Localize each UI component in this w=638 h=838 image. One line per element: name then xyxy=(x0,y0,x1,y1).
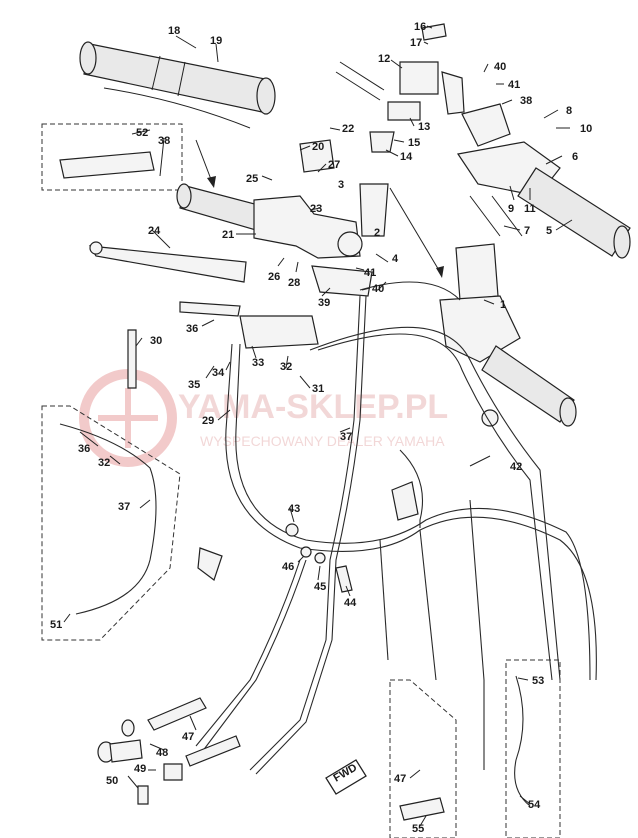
callout-40: 40 xyxy=(372,283,384,295)
callout-5: 5 xyxy=(546,225,552,237)
callout-47-left: 47 xyxy=(182,731,194,743)
callout-47-inset: 47 xyxy=(394,773,406,785)
frame-piece-2 xyxy=(391,481,419,521)
callout-43: 43 xyxy=(288,503,300,515)
callout-36: 36 xyxy=(186,323,198,335)
callout-1: 1 xyxy=(500,299,506,311)
callout-17: 17 xyxy=(410,37,422,49)
callout-28: 28 xyxy=(288,277,300,289)
inset-right-cable xyxy=(514,675,531,807)
watermark-tagline: WYSPECHOWANY DEALER YAMAHA xyxy=(200,433,445,449)
callout-38-inset: 38 xyxy=(158,135,170,147)
grip-assembly-top-left xyxy=(79,41,276,129)
fwd-badge: FWD xyxy=(325,759,367,795)
inset-part xyxy=(59,151,155,179)
callout-42: 42 xyxy=(510,461,522,473)
fasteners-center xyxy=(285,523,353,593)
inset-box-top-left xyxy=(41,123,183,191)
callout-48: 48 xyxy=(156,747,168,759)
callout-34: 34 xyxy=(212,367,225,379)
callout-3: 3 xyxy=(338,179,344,191)
callout-55: 55 xyxy=(412,823,424,835)
callout-38-right: 38 xyxy=(520,95,532,107)
callout-6: 6 xyxy=(572,151,578,163)
callout-36-inset: 36 xyxy=(78,443,90,455)
callout-labels: 18 19 16 17 12 13 15 14 40 41 38 8 10 6 … xyxy=(50,21,592,835)
callout-21: 21 xyxy=(222,229,234,241)
inset-bracket xyxy=(399,797,445,821)
callout-2: 2 xyxy=(374,227,380,239)
inset-box-bottom-right xyxy=(505,659,561,838)
right-housing xyxy=(456,103,631,259)
callout-15: 15 xyxy=(408,137,420,149)
arrow-line xyxy=(195,139,213,183)
arrow-line-right xyxy=(389,187,441,273)
callout-40-top: 40 xyxy=(494,61,506,73)
cable-ends-bottom-left xyxy=(97,697,241,805)
inset-box-bottom-middle xyxy=(389,679,457,838)
watermark-logo-cross xyxy=(98,388,158,448)
right-throttle xyxy=(439,243,577,427)
right-top-parts xyxy=(335,23,465,153)
callout-33: 33 xyxy=(252,357,264,369)
callout-50: 50 xyxy=(106,775,118,787)
callout-11: 11 xyxy=(524,203,536,215)
callout-16: 16 xyxy=(414,21,426,33)
callout-26: 26 xyxy=(268,271,280,283)
callout-45: 45 xyxy=(314,581,326,593)
callout-13: 13 xyxy=(418,121,430,133)
callout-12: 12 xyxy=(378,53,390,65)
callout-37-inset: 37 xyxy=(118,501,130,513)
callout-41: 41 xyxy=(364,267,376,279)
callout-35: 35 xyxy=(188,379,200,391)
callout-22: 22 xyxy=(342,123,354,135)
inset-cable xyxy=(59,423,157,615)
left-housing xyxy=(176,139,389,259)
callout-32-inset: 32 xyxy=(98,457,110,469)
callout-32: 32 xyxy=(280,361,292,373)
callout-46: 46 xyxy=(282,561,294,573)
frame-piece xyxy=(197,547,223,581)
callout-29: 29 xyxy=(202,415,214,427)
callout-23: 23 xyxy=(310,203,322,215)
watermark: YAMA-SKLEP.PL WYSPECHOWANY DEALER YAMAHA xyxy=(79,369,448,467)
bracket xyxy=(311,265,373,297)
callout-52: 52 xyxy=(136,127,148,139)
leader-lines xyxy=(63,25,573,827)
callout-24: 24 xyxy=(148,225,161,237)
callout-37: 37 xyxy=(340,431,352,443)
callout-53: 53 xyxy=(532,675,544,687)
watermark-brand: YAMA-SKLEP.PL xyxy=(178,388,448,426)
callout-49: 49 xyxy=(134,763,146,775)
callout-31: 31 xyxy=(312,383,324,395)
callout-14: 14 xyxy=(400,151,413,163)
clutch-lever xyxy=(88,241,247,283)
arrow-head xyxy=(207,176,216,188)
callout-25: 25 xyxy=(246,173,258,185)
adjuster-bolt xyxy=(127,329,137,389)
callout-19: 19 xyxy=(210,35,222,47)
callout-30: 30 xyxy=(150,335,162,347)
callout-20: 20 xyxy=(312,141,324,153)
callout-8: 8 xyxy=(566,105,572,117)
callout-7: 7 xyxy=(524,225,530,237)
callout-54: 54 xyxy=(528,799,541,811)
callout-9: 9 xyxy=(508,203,514,215)
cables xyxy=(195,281,597,775)
callout-4: 4 xyxy=(392,253,399,265)
callout-51: 51 xyxy=(50,619,62,631)
switch-bracket xyxy=(239,315,319,349)
callout-44: 44 xyxy=(344,597,357,609)
callout-18: 18 xyxy=(168,25,180,37)
callout-27: 27 xyxy=(328,159,340,171)
adjuster xyxy=(179,301,241,317)
callout-10: 10 xyxy=(580,123,592,135)
inset-box-left xyxy=(41,405,181,641)
callout-41-top: 41 xyxy=(508,79,520,91)
arrow-head-right xyxy=(436,266,444,278)
callout-39: 39 xyxy=(318,297,330,309)
